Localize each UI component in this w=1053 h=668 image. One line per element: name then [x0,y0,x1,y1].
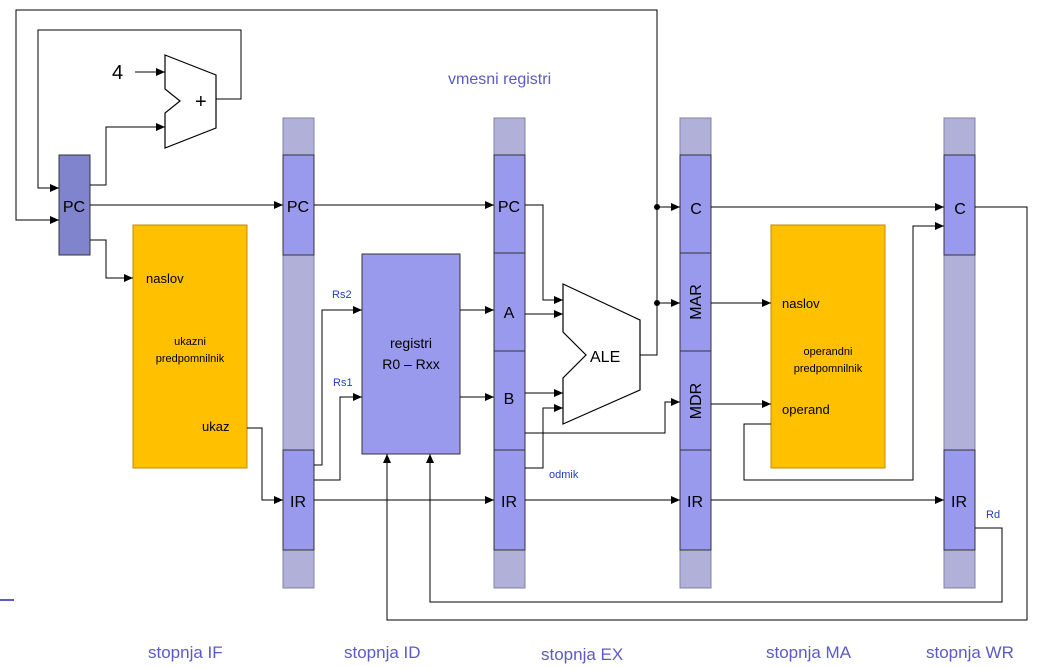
ma-wr-c-label: C [954,201,966,218]
wire-pc-alu [525,204,563,304]
wire-branch-target [15,9,658,356]
instruction-cache-name-2: predpomnilnik [156,353,225,365]
adder-unit [164,54,217,149]
rd-label: Rd [986,509,1000,521]
data-cache-name-2: predpomnilnik [794,363,863,375]
wire-b-mdr [525,398,680,434]
ex-ma-mdr-label: MDR [688,383,705,419]
ex-ma-c-label: C [690,201,702,218]
register-file-line-1: registri [390,335,432,351]
data-cache-name-1: operandni [804,346,853,358]
ma-wr-ir-label: IR [951,494,967,511]
wire-adder-out [37,29,242,192]
id-ex-b-register [493,350,526,451]
wire-writeback-rd [426,454,1003,603]
wire-pc-adder [90,123,165,186]
id-ex-a-register [493,252,526,352]
ex-ma-mar-label: MAR [688,284,705,320]
diagram-title: vmesni registri [448,71,551,88]
id-ex-pc-label: PC [498,199,520,216]
stage-label-wr: stopnja WR [926,643,1014,662]
junction-dot [654,204,660,210]
wire-rs2 [314,306,362,466]
register-file-line-2: R0 – Rxx [382,356,440,372]
alu-unit [562,283,641,425]
stage-label-ma: stopnja MA [766,643,852,662]
offset-label: odmik [549,469,579,481]
register-file [361,253,461,455]
rs1-label: Rs1 [333,377,353,389]
adder-symbol: + [195,91,207,113]
instruction-cache-address: naslov [146,271,184,286]
data-cache [770,224,886,469]
ma-wr-c-register [943,154,976,256]
rs2-label: Rs2 [332,289,352,301]
ex-ma-ir-label: IR [687,494,703,511]
data-cache-operand: operand [782,402,830,417]
stage-label-if: stopnja IF [148,643,223,662]
id-ex-b-label: B [504,391,515,408]
if-id-ir-label: IR [290,494,306,511]
data-cache-address: naslov [782,296,820,311]
instruction-cache [132,224,248,469]
wire-operand-c [743,222,944,481]
wire-pc-cache [90,239,133,282]
wire-offset-alu [525,404,563,469]
pc-register [58,154,91,256]
wire-writeback-data [383,206,1028,621]
stage-label-ex: stopnja EX [541,645,623,664]
id-ex-ir-label: IR [501,494,517,511]
id-ex-a-label: A [504,305,515,322]
wires [15,9,1028,621]
wire-instr-ir [247,427,283,504]
alu-label: ALE [590,349,620,366]
id-ex-ir-register [493,449,526,551]
pc-label: PC [63,199,85,216]
wire-rs1 [314,393,362,481]
stage-label-id: stopnja ID [344,643,421,662]
adder-const-label: 4 [112,62,123,84]
id-ex-pc-register [493,154,526,256]
junction-dot [654,300,660,306]
instruction-cache-name-1: ukazni [174,336,206,348]
ex-ma-mar-register [679,252,712,352]
instruction-cache-output: ukaz [202,419,229,434]
if-id-pc-label: PC [287,199,309,216]
